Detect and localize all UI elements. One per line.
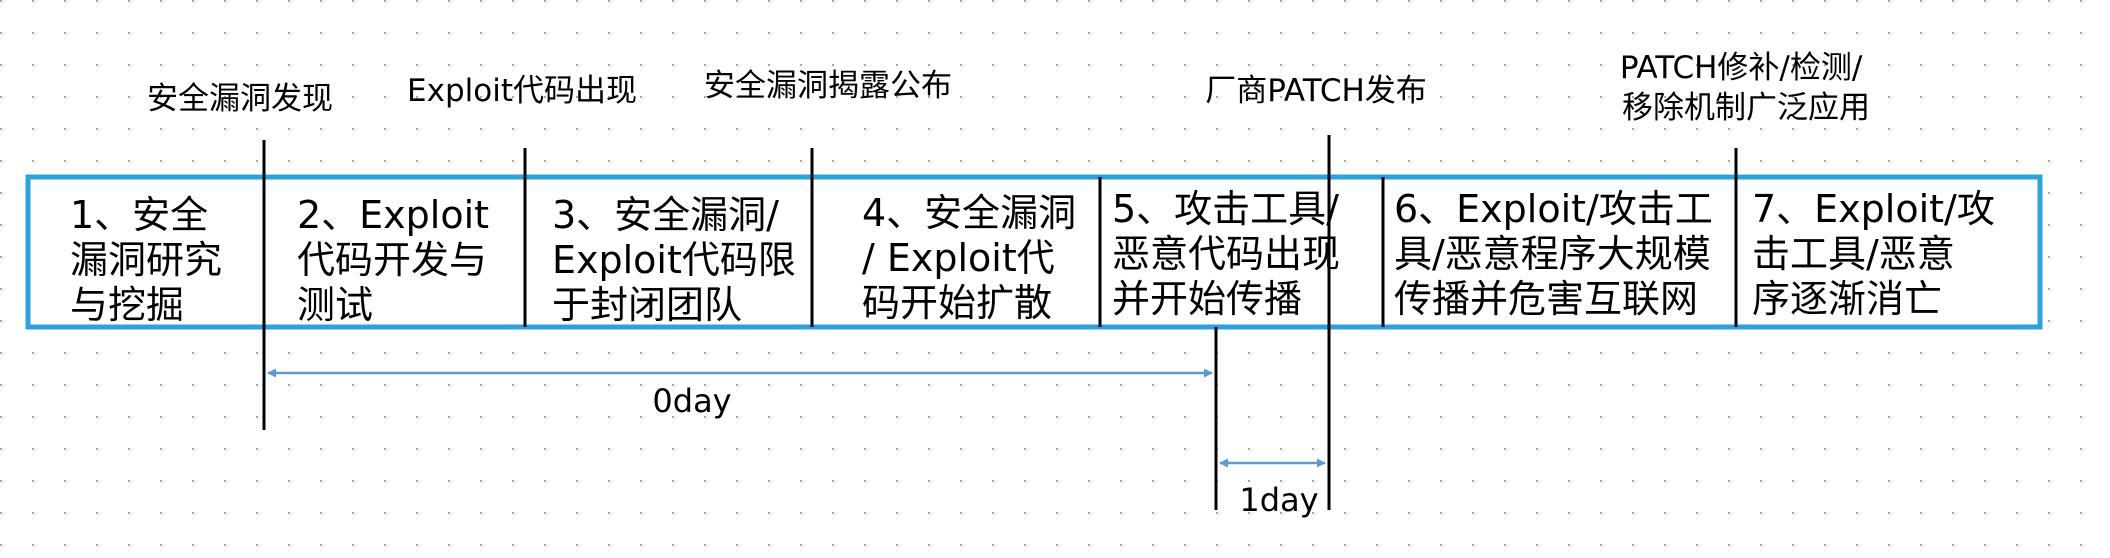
- timeline-box: [25, 174, 2043, 330]
- event-label: 安全漏洞揭露公布: [704, 68, 952, 104]
- phase-label: 4、安全漏洞 / Exploit代 码开始扩散: [862, 191, 1088, 325]
- phase-label: 1、安全 漏洞研究 与挖掘: [70, 193, 234, 327]
- event-label: 厂商PATCH发布: [1205, 73, 1427, 109]
- event-label: Exploit代码出现: [407, 73, 637, 109]
- phase-label: 3、安全漏洞/ Exploit代码限 于封闭团队: [552, 193, 808, 327]
- phase-label: 2、Exploit 代码开发与 测试: [297, 193, 501, 327]
- one-day-label: 1day: [1239, 481, 1318, 519]
- event-label: 安全漏洞发现: [147, 81, 333, 117]
- phase-label: 6、Exploit/攻击工 具/恶意程序大规模 传播并危害互联网: [1394, 187, 1725, 321]
- phase-label: 5、攻击工具/ 恶意代码出现 并开始传播: [1112, 187, 1352, 321]
- phase-label: 7、Exploit/攻 击工具/恶意 序逐渐消亡: [1752, 187, 2007, 321]
- zero-day-label: 0day: [652, 382, 731, 420]
- event-label: PATCH修补/检测/ 移除机制广泛应用: [1620, 50, 1872, 126]
